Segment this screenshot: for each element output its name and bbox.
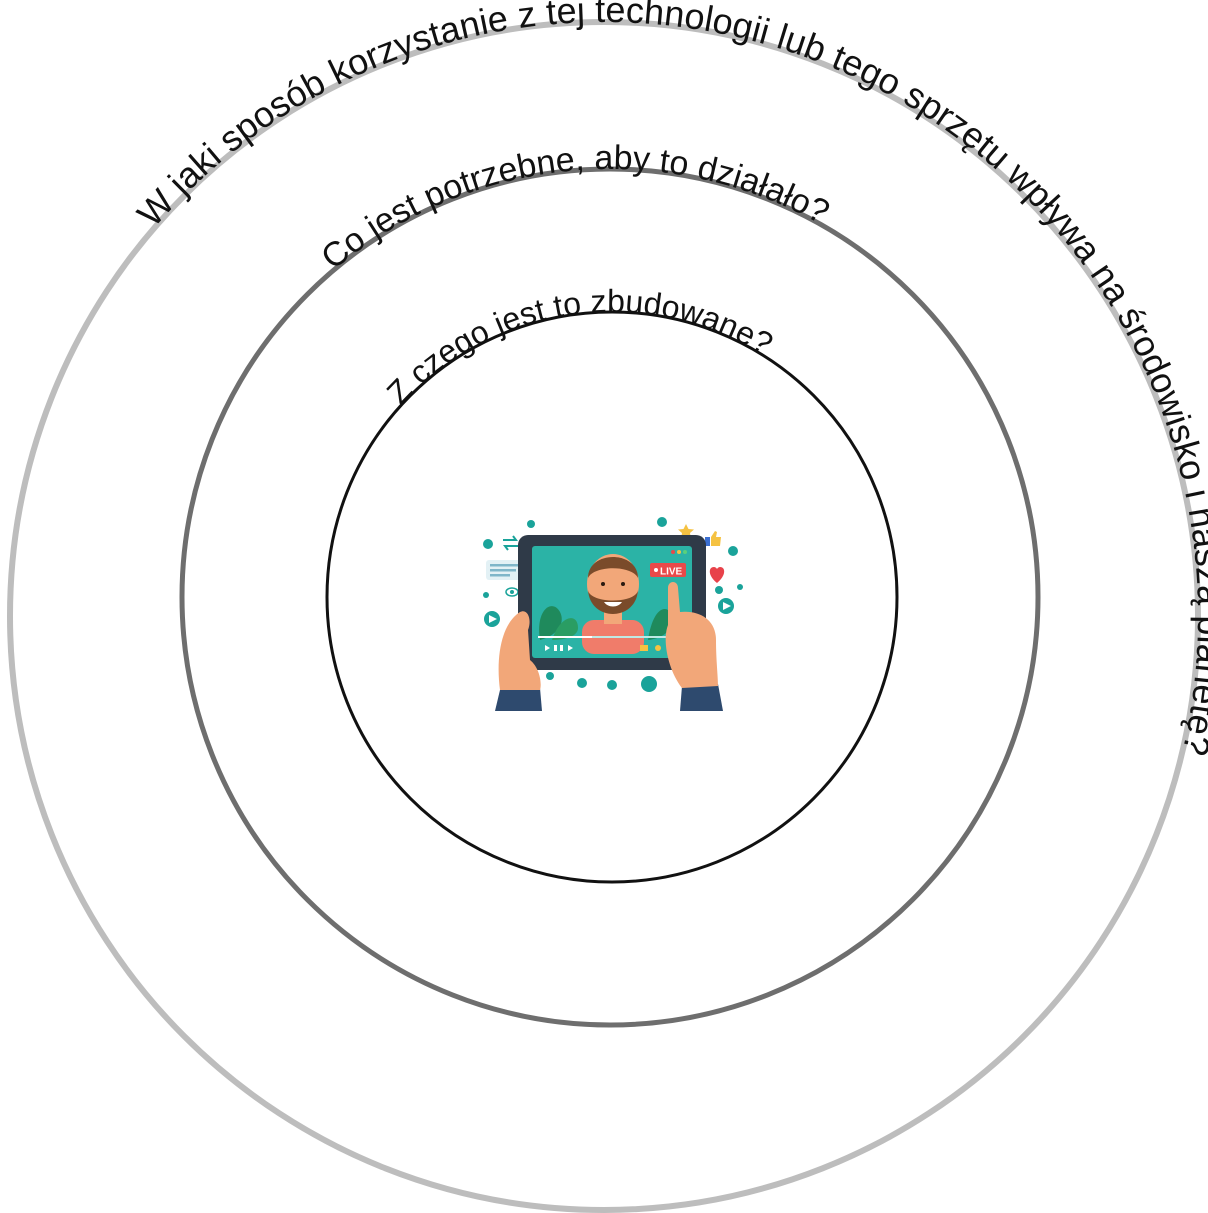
outer-ring	[7, 19, 1201, 1213]
comment-lines-icon	[486, 560, 526, 580]
middle-ring	[179, 166, 1041, 1028]
star-icon	[678, 524, 694, 539]
eye-icon	[505, 587, 519, 597]
thumbs-up-icon	[705, 531, 721, 546]
middle-ring-label: Co jest potrzebne, aby to działało?	[314, 139, 835, 277]
live-stream-tablet-illustration: LIVE	[483, 517, 743, 711]
repeat-icon	[503, 535, 518, 551]
inner-ring	[325, 310, 899, 884]
inner-ring-label: Z czego jest to zbudowane?	[380, 283, 779, 411]
decorative-dots	[483, 517, 743, 692]
right-hand	[665, 582, 723, 711]
svg-text:LIVE: LIVE	[660, 567, 683, 578]
video-controls	[538, 636, 686, 651]
live-badge: LIVE	[650, 563, 686, 578]
left-hand	[495, 611, 542, 711]
heart-icon	[709, 567, 725, 583]
floating-play-icons	[484, 598, 734, 627]
video-screen: LIVE	[532, 546, 692, 658]
